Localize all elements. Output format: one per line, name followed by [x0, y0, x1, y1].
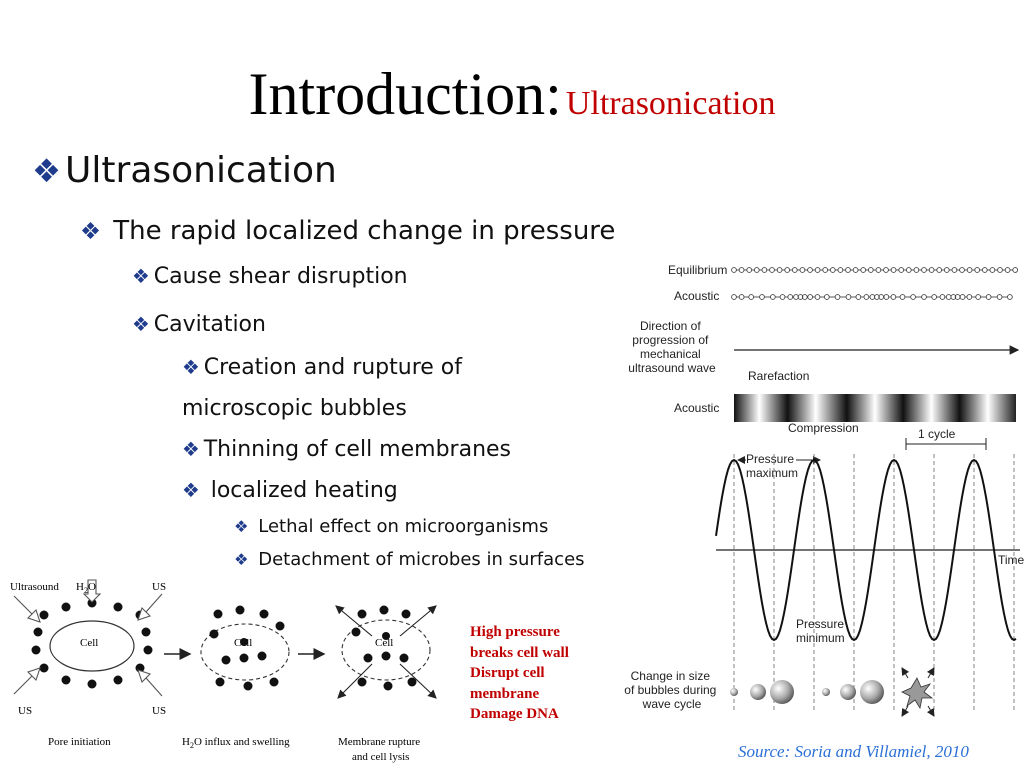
cell-lysis-diagram: Cell Ultrasound H2O US US US Pore initia… — [10, 579, 437, 763]
stage-influx-swelling: Cell H2O influx and swelling — [182, 605, 290, 750]
bullet-lethal: ❖ Lethal effect on microorganisms — [234, 516, 549, 537]
ultrasound-wave-diagram: Equilibrium Acoustic Direction of progre… — [624, 263, 1024, 717]
cell-label: Cell — [80, 637, 98, 649]
rupture-arrows — [335, 605, 437, 699]
swollen-cell — [200, 623, 290, 681]
water-molecules — [209, 605, 285, 691]
us-label-bottom-left: US — [18, 705, 32, 717]
h2o-label: H2O — [76, 581, 96, 595]
bullet-heating: ❖ localized heating — [182, 478, 398, 503]
source-citation: Source: Soria and Villamiel, 2010 — [738, 742, 969, 761]
bullet-ultrasonication: ❖Ultrasonication — [32, 150, 337, 191]
acoustic-density-band — [734, 394, 1016, 422]
pressure-maximum-label: Pressure maximum — [746, 452, 798, 480]
rupture-caption-1: Membrane rupture — [338, 736, 420, 748]
rupture-caption-2: and cell lysis — [352, 751, 409, 763]
cell-label: Cell — [375, 637, 393, 649]
acoustic-chain — [731, 294, 1013, 300]
ruptured-cell — [341, 619, 431, 681]
us-label-top: US — [152, 581, 166, 593]
diamond-bullet-icon: ❖ — [32, 152, 62, 190]
direction-label: Direction of progression of mechanical u… — [628, 319, 716, 375]
bullet-shear: ❖Cause shear disruption — [132, 264, 408, 289]
acoustic-chain-label: Acoustic — [674, 289, 719, 303]
us-label-bottom-right: US — [152, 705, 166, 717]
bullet-cavitation: ❖Cavitation — [132, 312, 266, 337]
pressure-sine-wave — [715, 458, 1017, 642]
cavitation-effects-note: High pressure breaks cell wall Disrupt c… — [470, 624, 569, 722]
compression-label: Compression — [788, 421, 859, 435]
equilibrium-label: Equilibrium — [668, 263, 727, 277]
diamond-bullet-icon: ❖ — [182, 479, 200, 502]
diamond-bullet-icon: ❖ — [132, 313, 150, 336]
bullet-pressure-change: ❖ The rapid localized change in pressure — [80, 216, 616, 246]
time-label: Time — [998, 553, 1024, 567]
ultrasound-label: Ultrasound — [10, 581, 59, 593]
ultrasound-arrows — [13, 579, 163, 697]
bubble-collapse-burst-icon — [901, 677, 934, 710]
stage-membrane-rupture: Cell Membrane rupture and cell lysis — [335, 605, 437, 763]
equilibrium-chain — [731, 267, 1019, 273]
bubble-sizes — [730, 680, 884, 704]
pressure-minimum-label: Pressure minimum — [796, 617, 847, 645]
diamond-bullet-icon: ❖ — [234, 550, 249, 569]
diamond-bullet-icon: ❖ — [132, 265, 150, 288]
cycle-guide-lines — [733, 454, 1015, 710]
diamond-bullet-icon: ❖ — [182, 438, 200, 461]
water-molecules — [351, 605, 417, 691]
cell-membrane — [49, 620, 135, 672]
bullet-creation: ❖Creation and rupture of — [182, 355, 463, 380]
bubble-size-label: Change in size of bubbles during wave cy… — [624, 669, 719, 711]
bullet-detach: ❖ Detachment of microbes in surfaces — [234, 549, 585, 570]
slide-title: Introduction: Ultrasonication — [0, 60, 1024, 129]
acoustic-band-label: Acoustic — [674, 401, 719, 415]
pore-initiation-caption: Pore initiation — [48, 736, 111, 748]
bullet-thinning: ❖Thinning of cell membranes — [182, 437, 512, 462]
influx-caption: H2O influx and swelling — [182, 736, 290, 750]
burst-arrows — [901, 667, 935, 717]
title-sub: Ultrasonication — [565, 85, 776, 122]
bullet-creation-cont: microscopic bubbles — [182, 396, 407, 421]
title-main: Introduction: — [248, 61, 562, 127]
diamond-bullet-icon: ❖ — [80, 217, 101, 245]
rarefaction-label: Rarefaction — [748, 369, 809, 383]
diamond-bullet-icon: ❖ — [182, 356, 200, 379]
stage-pore-initiation: Cell Ultrasound H2O US US US Pore initia… — [10, 579, 166, 748]
diamond-bullet-icon: ❖ — [234, 517, 249, 536]
cycle-label: 1 cycle — [918, 427, 956, 441]
